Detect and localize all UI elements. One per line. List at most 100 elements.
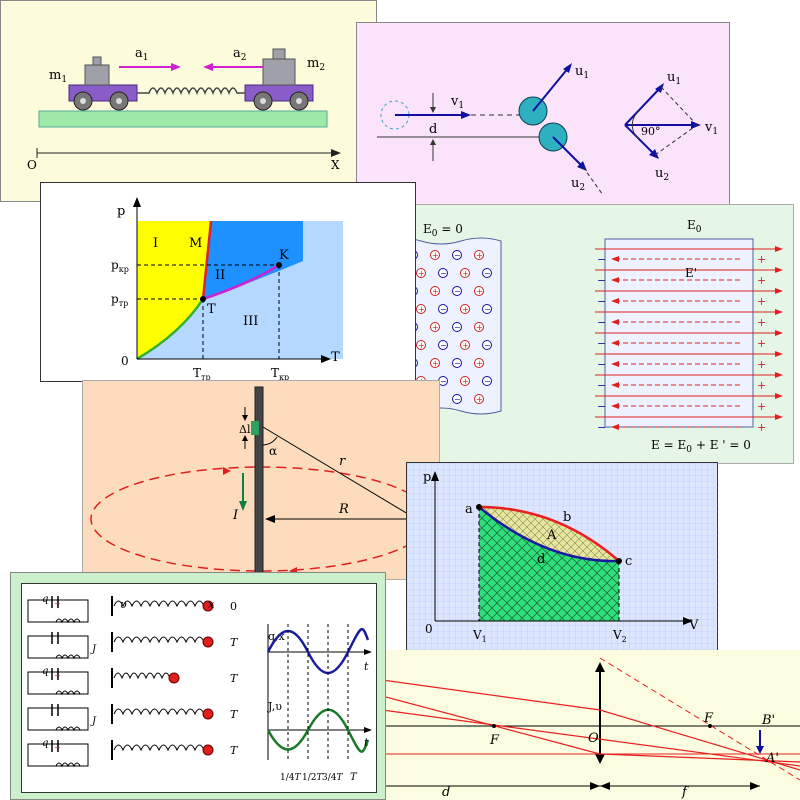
pv-diagram: p V 0 a b c d A V1 V2 [407, 463, 719, 661]
surface-negative-charge: − [597, 253, 606, 266]
svg-text:+: + [418, 305, 425, 314]
point-d: d [537, 552, 545, 567]
r-vector [262, 426, 414, 518]
svg-text:−: − [440, 341, 447, 350]
weight-1 [84, 64, 110, 86]
a2-label: a2 [233, 46, 247, 63]
upper-curve [478, 505, 620, 562]
svg-text:+: + [54, 743, 61, 752]
lens-center: O [588, 731, 599, 746]
svg-text:−: − [454, 323, 461, 332]
surface-positive-charge: + [757, 379, 766, 392]
p-kr-label: pкр [111, 258, 129, 274]
q-label: q [42, 666, 48, 677]
region-iii-label: III [243, 314, 258, 329]
q-curve [266, 628, 370, 674]
surface-positive-charge: + [757, 274, 766, 287]
svg-text:+: + [54, 599, 61, 608]
a1-label: a1 [135, 46, 149, 63]
current-label: I [232, 508, 239, 523]
lower-curve [478, 506, 620, 563]
inductor-coil [55, 762, 81, 768]
mass-ball [202, 708, 214, 720]
e0-zero-label: E0 = 0 [423, 222, 463, 239]
panel-collision: d v1 u1 u2 90° u1 v1 u2 [356, 22, 730, 210]
ray-3 [382, 709, 800, 767]
point-m-label: M [189, 236, 202, 251]
f-label: f [681, 785, 689, 800]
svg-text:−: − [454, 251, 461, 260]
inductor-coil [55, 726, 81, 732]
R-label: R [338, 502, 349, 517]
field-lines: −+−+−+−+−+−+−+−+−+ [595, 246, 783, 434]
e0-label: E0 [687, 218, 702, 235]
svg-text:+: + [432, 251, 439, 260]
time-ticks: 1/4T 1/2T 3/4T T [280, 772, 358, 783]
point-c: c [625, 554, 632, 569]
svg-text:−: − [454, 287, 461, 296]
svg-text:+: + [432, 359, 439, 368]
m1-label: m1 [49, 68, 67, 85]
svg-text:+: + [476, 323, 483, 332]
svg-text:+: + [476, 359, 483, 368]
b-prime-label: B' [761, 713, 775, 728]
t-axis-top: t [364, 660, 369, 673]
surface-positive-charge: + [757, 253, 766, 266]
svg-text:+: + [418, 269, 425, 278]
angle-label: 90° [641, 125, 661, 138]
ray-1 [382, 679, 601, 711]
m2-label: m2 [307, 56, 325, 73]
dl-label: Δl [239, 423, 251, 436]
phase-label: T [230, 744, 239, 757]
svg-text:+: + [418, 341, 425, 350]
surface-positive-charge: + [757, 400, 766, 413]
lens-diagram: F F O B' A' d f [382, 657, 800, 800]
negative-charge [452, 394, 462, 404]
negative-charge [452, 286, 462, 296]
spring [137, 87, 245, 96]
r-label: r [339, 454, 346, 469]
svg-text:+: + [476, 251, 483, 260]
svg-text:−: − [454, 395, 461, 404]
j-curve [266, 708, 370, 753]
j-label: J [90, 644, 97, 655]
phase-label: T [230, 636, 239, 649]
v-label-1: υ [120, 598, 127, 611]
positive-charge [416, 340, 426, 350]
svg-text:−: − [440, 269, 447, 278]
svg-text:−: − [484, 377, 491, 386]
panel-wire: Δl α r R I [82, 380, 440, 581]
panel-phase-diagram: p T 0 pкр pтр Tтр Tкр I M II K T III [40, 182, 416, 382]
u1-vector [624, 86, 662, 126]
j-label: J [90, 716, 97, 727]
panel-carts: a1 a2 m1 m2 O X [0, 0, 377, 202]
d-label: d [442, 785, 450, 800]
negative-charge [482, 268, 492, 278]
spring [113, 600, 205, 608]
surface-negative-charge: − [597, 295, 606, 308]
mass-ball [168, 672, 180, 684]
svg-text:+: + [462, 377, 469, 386]
negative-charge [482, 376, 492, 386]
focus-right: F [703, 711, 714, 726]
t-tr-label: Tтр [193, 366, 211, 382]
alpha-label: α [269, 444, 277, 458]
svg-text:+: + [476, 287, 483, 296]
u1-arrow [532, 66, 570, 112]
inductor-coil [55, 654, 81, 660]
u2-vector-label: u2 [655, 166, 669, 183]
surface-negative-charge: − [597, 337, 606, 350]
positive-charge [474, 358, 484, 368]
positive-charge [430, 286, 440, 296]
phase-label: T [230, 708, 239, 721]
t-kr-label: Tкр [271, 366, 289, 382]
svg-text:−: − [484, 341, 491, 350]
positive-charge [430, 358, 440, 368]
area-A: A [546, 528, 557, 543]
point-a: a [465, 502, 473, 517]
spring [113, 708, 205, 716]
t-axis-bottom: t [364, 736, 369, 749]
origin-zero: 0 [121, 354, 129, 368]
